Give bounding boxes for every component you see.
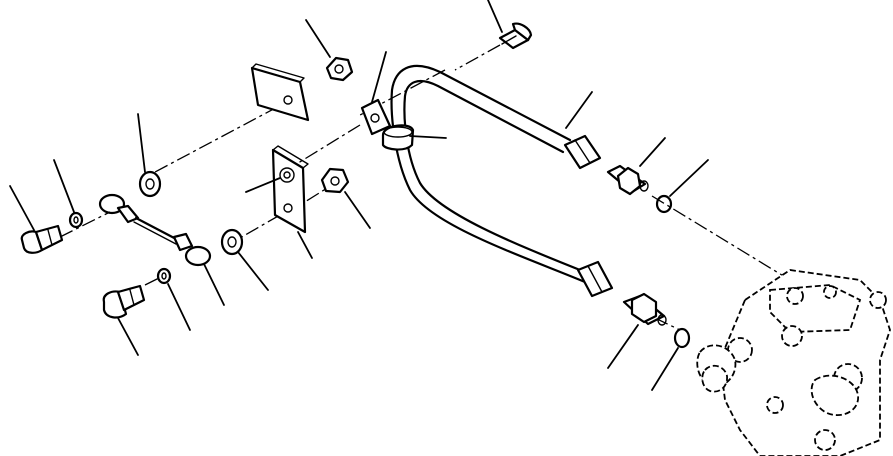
bolt-left-upper (20, 224, 64, 254)
tube-clamp (360, 98, 415, 151)
leader-tube-upper (565, 91, 593, 129)
leader-washer-left-lower (167, 283, 191, 331)
straight-fitting (622, 292, 667, 326)
leader-tube-bracket (297, 231, 313, 259)
leader-oring-lower (651, 347, 679, 391)
leader-spacer-upper (137, 113, 146, 173)
leader-elbow-fitting (639, 137, 666, 167)
leader-nut-bracket (344, 191, 371, 229)
leader-washer-left-upper (53, 159, 75, 213)
hydraulic-tube (390, 64, 614, 298)
oring-lower (673, 327, 691, 349)
spacer-lower (220, 228, 244, 256)
leader-bolt-left-lower (117, 317, 139, 356)
bolt-top (498, 22, 533, 50)
leader-nut-top (305, 19, 331, 58)
elbow-fitting (606, 164, 649, 196)
washer-left-lower (156, 267, 172, 285)
leader-spacer-lower (237, 251, 269, 291)
nut-top (325, 56, 354, 82)
leader-clamp-top (371, 51, 387, 103)
spacer-upper (138, 170, 162, 198)
leader-cable-ring (203, 263, 225, 306)
bracket (271, 145, 309, 234)
oring-upper (655, 194, 673, 214)
leader-bracket (245, 177, 281, 193)
nut-bracket (320, 167, 350, 194)
ground-cable (98, 193, 212, 267)
leader-oring-upper (669, 159, 709, 197)
leader-straight-fitting (607, 324, 639, 369)
washer-left-upper (68, 211, 84, 229)
leader-lines (9, 0, 709, 391)
leader-bolt-left-upper (9, 185, 35, 231)
bolt-left-lower (102, 284, 146, 319)
leader-clamp-side (409, 135, 447, 139)
control-valve (696, 269, 891, 456)
leader-bolt-top (487, 0, 503, 33)
plate-upper (250, 63, 310, 122)
